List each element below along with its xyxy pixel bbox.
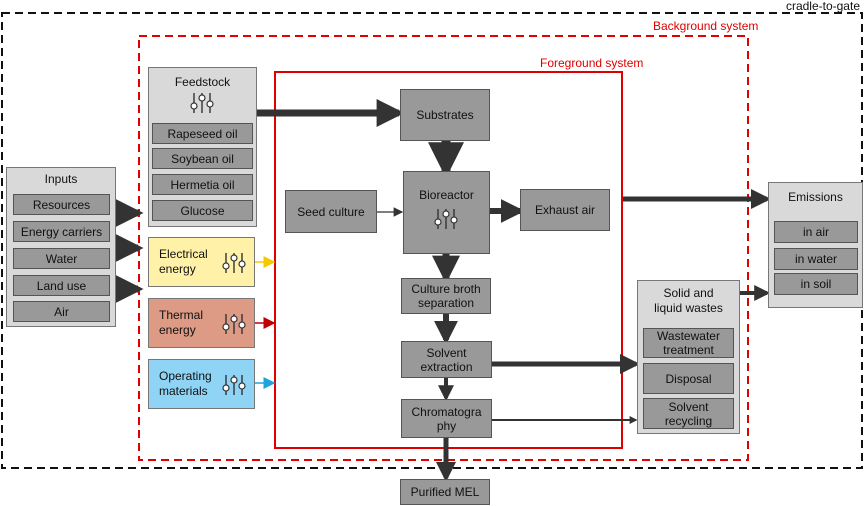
thermal-energy-box: Thermal energy <box>148 298 255 348</box>
electrical-energy-label: Electrical energy <box>159 247 208 276</box>
feedstock-item-soybean: Soybean oil <box>152 148 253 169</box>
background-system-label: Background system <box>653 19 759 33</box>
inputs-item-water: Water <box>13 248 110 269</box>
solvent-extraction-box: Solvent extraction <box>401 341 492 378</box>
emissions-item-air: in air <box>774 221 858 243</box>
chromatography-box: Chromatogra phy <box>401 399 492 438</box>
emissions-title: Emissions <box>788 190 843 204</box>
feedstock-title: Feedstock <box>174 75 231 89</box>
slider-icon <box>222 375 246 395</box>
feedstock-item-hermetia: Hermetia oil <box>152 174 253 195</box>
inputs-item-land-use: Land use <box>13 275 110 296</box>
bioreactor-label: Bioreactor <box>419 188 474 202</box>
feedstock-item-glucose: Glucose <box>152 200 253 221</box>
inputs-item-energy-carriers: Energy carriers <box>13 221 110 242</box>
slider-icon <box>190 93 214 113</box>
electrical-energy-box: Electrical energy <box>148 237 255 287</box>
inputs-item-air: Air <box>13 301 110 322</box>
feedstock-panel: Feedstock Rapeseed oil Soybean oil Herme… <box>148 67 257 227</box>
inputs-panel: Inputs Resources Energy carriers Water L… <box>6 167 116 327</box>
exhaust-air-box: Exhaust air <box>520 189 610 231</box>
bioreactor-box: Bioreactor <box>403 171 490 254</box>
wastes-title: Solid and liquid wastes <box>654 286 723 315</box>
inputs-item-resources: Resources <box>13 194 110 215</box>
feedstock-item-rapeseed: Rapeseed oil <box>152 123 253 144</box>
inputs-title: Inputs <box>44 172 78 186</box>
slider-icon <box>222 253 246 273</box>
seed-culture-box: Seed culture <box>285 190 377 233</box>
emissions-panel: Emissions in air in water in soil <box>768 182 863 308</box>
emissions-item-soil: in soil <box>774 273 858 295</box>
cradle-to-gate-label: cradle-to-gate <box>785 0 860 13</box>
wastes-item-solvent-recycling: Solvent recycling <box>643 398 734 429</box>
slider-icon <box>222 314 246 334</box>
operating-materials-box: Operating materials <box>148 359 255 409</box>
wastes-panel: Solid and liquid wastes Wastewater treat… <box>637 280 740 434</box>
cradle-to-gate-boundary <box>1 12 863 469</box>
wastes-item-wastewater: Wastewater treatment <box>643 328 734 358</box>
foreground-system-label: Foreground system <box>540 56 644 70</box>
purified-mel-box: Purified MEL <box>400 479 490 505</box>
culture-broth-separation-box: Culture broth separation <box>401 278 491 314</box>
substrates-box: Substrates <box>400 89 490 141</box>
slider-icon <box>434 209 458 229</box>
wastes-item-disposal: Disposal <box>643 363 734 394</box>
thermal-energy-label: Thermal energy <box>159 308 204 337</box>
operating-materials-label: Operating materials <box>159 369 212 398</box>
emissions-item-water: in water <box>774 248 858 270</box>
